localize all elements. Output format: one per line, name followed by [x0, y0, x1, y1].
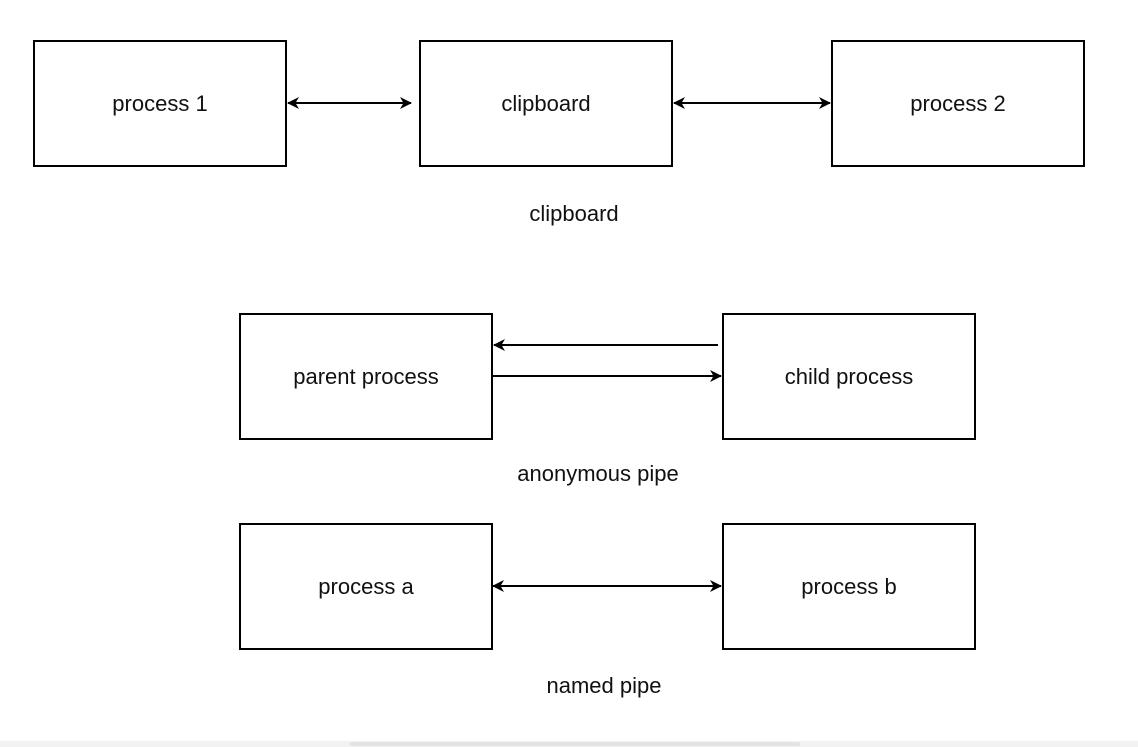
- node-clipboard: clipboard: [419, 40, 673, 167]
- node-label: process 1: [112, 90, 208, 116]
- node-label: process a: [318, 573, 414, 599]
- caption-named-pipe: named pipe: [546, 673, 662, 698]
- node-process-2: process 2: [831, 40, 1085, 167]
- node-process-b: process b: [722, 523, 976, 650]
- horizontal-scrollbar[interactable]: [0, 741, 1138, 747]
- caption-anonymous-pipe: anonymous pipe: [517, 461, 679, 486]
- node-label: process 2: [910, 90, 1006, 116]
- node-label: child process: [784, 363, 914, 389]
- node-parent-process: parent process: [239, 313, 493, 440]
- node-process-a: process a: [239, 523, 493, 650]
- caption-clipboard: clipboard: [529, 201, 619, 226]
- node-label: process b: [801, 573, 897, 599]
- node-label: parent process: [293, 363, 439, 389]
- scrollbar-thumb[interactable]: [350, 742, 800, 746]
- node-label: clipboard: [501, 90, 591, 116]
- node-process-1: process 1: [33, 40, 287, 167]
- node-child-process: child process: [722, 313, 976, 440]
